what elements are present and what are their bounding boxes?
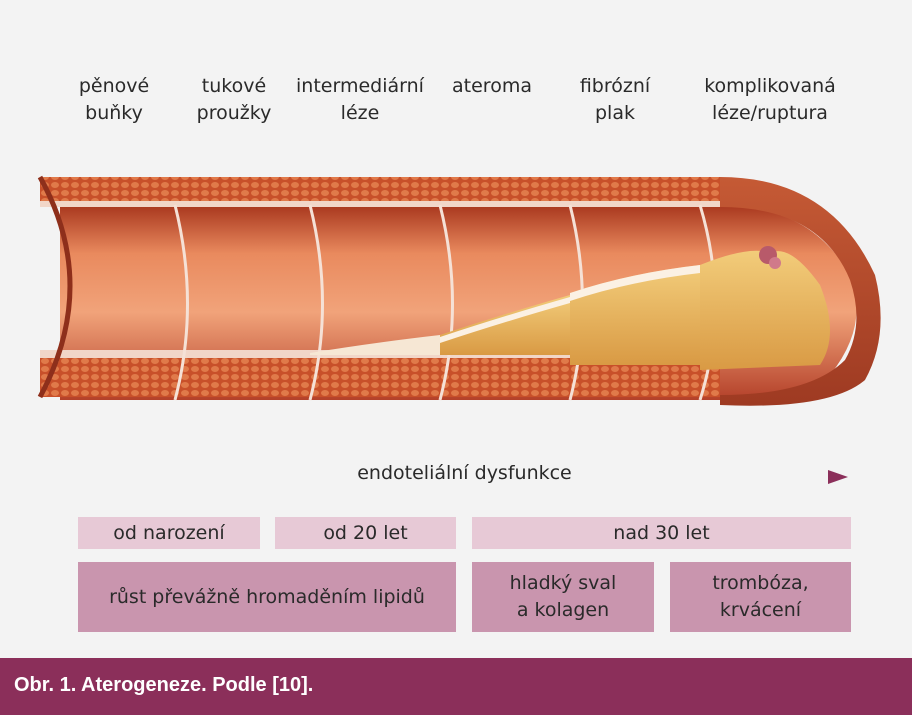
period-from-20: od 20 let	[275, 517, 456, 549]
stage-label-fatty-streaks: tukové proužky	[164, 73, 304, 127]
artery-illustration	[30, 165, 890, 425]
period-from-birth: od narození	[78, 517, 260, 549]
period-over-30: nad 30 let	[472, 517, 851, 549]
arrow-head	[828, 470, 848, 484]
stage-label-foam-cells: pěnové buňky	[44, 73, 184, 127]
process-lipid-growth: růst převážně hromaděním lipidů	[78, 562, 456, 632]
process-thrombosis: trombóza, krvácení	[670, 562, 851, 632]
process-smooth-muscle: hladký sval a kolagen	[472, 562, 654, 632]
figure: pěnové buňky tukové proužky intermediárn…	[0, 0, 912, 658]
caption-bar: Obr. 1. Aterogeneze. Podle [10].	[0, 658, 912, 715]
stage-label-complicated-lesion: komplikovaná léze/ruptura	[700, 73, 840, 127]
figure-caption: Obr. 1. Aterogeneze. Podle [10].	[14, 674, 313, 697]
stage-label-intermediate-lesion: intermediární léze	[290, 73, 430, 127]
arrow-label: endoteliální dysfunkce	[337, 462, 592, 484]
stage-label-fibrous-plaque: fibrózní plak	[545, 73, 685, 127]
stage-label-atheroma: ateroma	[422, 73, 562, 100]
